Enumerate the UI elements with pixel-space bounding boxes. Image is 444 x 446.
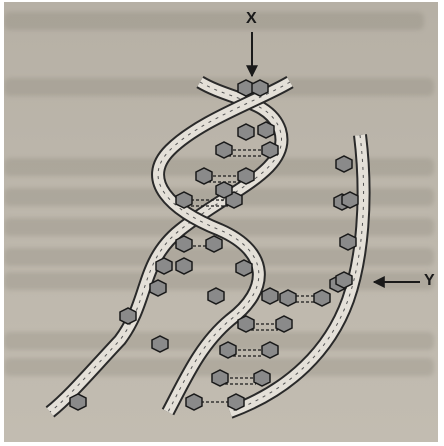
label-x: X — [246, 10, 257, 28]
label-y: Y — [424, 272, 435, 290]
